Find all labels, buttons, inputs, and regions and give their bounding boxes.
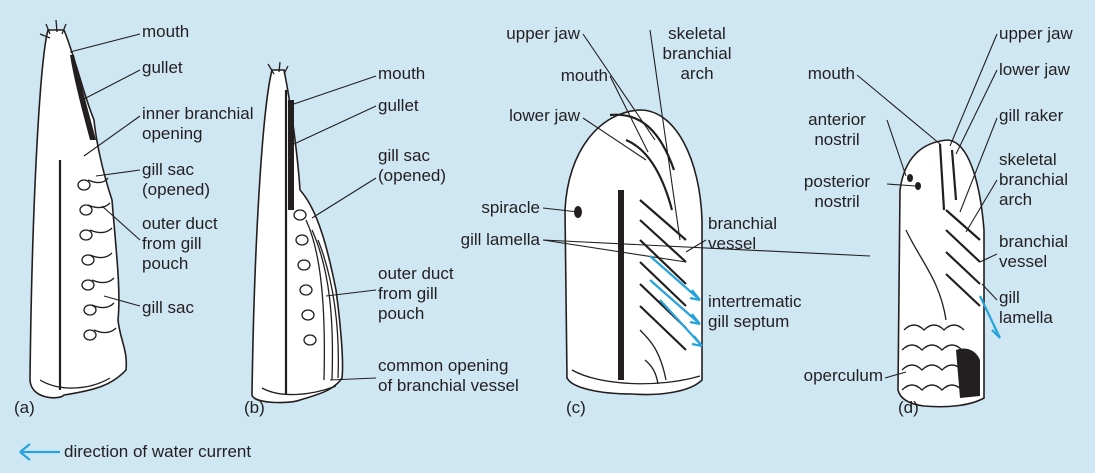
- label-c-intertrematic-gill-septum: intertrematic gill septum: [708, 292, 802, 332]
- label-c-branchial-vessel: branchial vessel: [708, 214, 777, 254]
- label-a-mouth: mouth: [142, 22, 189, 42]
- label-b-common-opening: common opening of branchial vessel: [378, 356, 519, 396]
- label-a-gill-sac-opened: gill sac (opened): [142, 160, 210, 200]
- specimen-b: [252, 62, 343, 403]
- label-c-lower-jaw: lower jaw: [480, 106, 580, 126]
- label-d-gill-raker: gill raker: [999, 106, 1063, 126]
- specimen-d: [898, 140, 984, 407]
- label-a-gill-sac: gill sac: [142, 298, 194, 318]
- panel-letter-c: (c): [566, 398, 586, 418]
- label-b-gullet: gullet: [378, 96, 419, 116]
- label-d-gill-lamella: gill lamella: [999, 288, 1053, 328]
- label-d-operculum: operculum: [765, 366, 883, 386]
- label-d-skeletal-branchial-arch: skeletal branchial arch: [999, 150, 1068, 210]
- specimen-c: [565, 110, 702, 394]
- label-c-mouth: mouth: [508, 66, 608, 86]
- panel-letter-a: (a): [14, 398, 35, 418]
- label-a-inner-branchial-opening: inner branchial opening: [142, 104, 254, 144]
- label-a-gullet: gullet: [142, 58, 183, 78]
- label-d-anterior-nostril: anterior nostril: [792, 110, 882, 150]
- label-c-gill-lamella: gill lamella: [420, 230, 540, 250]
- label-d-posterior-nostril: posterior nostril: [792, 172, 882, 212]
- label-d-branchial-vessel: branchial vessel: [999, 232, 1068, 272]
- panel-letter-b: (b): [244, 398, 265, 418]
- label-b-gill-sac-opened: gill sac (opened): [378, 146, 446, 186]
- label-c-upper-jaw: upper jaw: [480, 24, 580, 44]
- label-c-spiracle: spiracle: [440, 198, 540, 218]
- specimen-a: [30, 20, 126, 398]
- label-b-outer-duct: outer duct from gill pouch: [378, 264, 454, 324]
- label-b-mouth: mouth: [378, 64, 425, 84]
- legend-direction-of-water-current: direction of water current: [64, 442, 251, 462]
- label-d-upper-jaw: upper jaw: [999, 24, 1073, 44]
- label-d-mouth: mouth: [755, 64, 855, 84]
- label-c-skeletal-branchial-arch: skeletal branchial arch: [652, 24, 742, 84]
- panel-letter-d: (d): [898, 398, 919, 418]
- label-a-outer-duct: outer duct from gill pouch: [142, 214, 218, 274]
- label-d-lower-jaw: lower jaw: [999, 60, 1070, 80]
